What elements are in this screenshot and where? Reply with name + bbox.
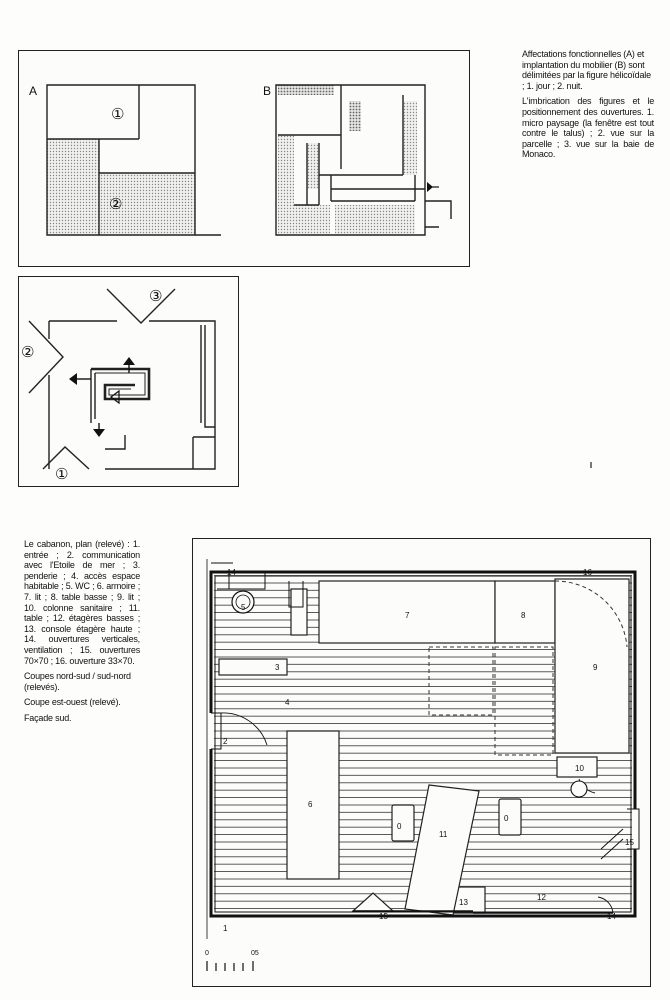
interior-wall-line xyxy=(214,575,632,913)
bed-9 xyxy=(554,578,630,754)
ottoman-right xyxy=(498,798,522,836)
panel-cabanon-plan: 1 2 3 4 5 6 7 8 9 10 11 12 13 14 14 15 1… xyxy=(192,538,651,987)
diagram-a xyxy=(46,84,221,236)
label-hanging: 3 xyxy=(275,663,280,672)
label-opening-70-a: 15 xyxy=(379,912,388,921)
caption-plan-legend: Le cabanon, plan (relevé) : 1. entrée ; … xyxy=(24,539,140,729)
diagram-b-label: B xyxy=(263,84,271,98)
label-entrance: 1 xyxy=(223,924,228,933)
label-ottoman-left: 0 xyxy=(397,822,402,831)
label-ventilation-b: 14 xyxy=(607,912,616,921)
view-2-parcel-label: ② xyxy=(21,343,34,361)
views-plan-outline xyxy=(28,288,216,470)
caption-functional-assignment: Affectations fonctionnelles (A) et impla… xyxy=(522,49,654,165)
label-ottoman-right: 0 xyxy=(504,814,509,823)
label-low-table: 8 xyxy=(521,611,526,620)
bed-dashed xyxy=(494,646,554,756)
label-sanitary: 10 xyxy=(575,764,584,773)
label-bed-9: 9 xyxy=(593,663,598,672)
diagram-a-zone-night: ② xyxy=(109,195,122,213)
caption-functional-text: Affectations fonctionnelles (A) et impla… xyxy=(522,49,651,91)
wardrobe-6 xyxy=(286,730,340,880)
diagram-a-label: A xyxy=(29,84,37,98)
plan-legend-text: 1. entrée ; 2. communication avec l'Etoi… xyxy=(24,539,140,666)
caption-section-ew: Coupe est-ouest (relevé). xyxy=(24,697,121,708)
view-3-bay-label: ③ xyxy=(149,287,162,305)
low-table-dashed xyxy=(428,646,494,716)
bed-swing-arc xyxy=(554,580,628,648)
wc-5 xyxy=(231,590,588,798)
label-wardrobe: 6 xyxy=(308,800,313,809)
caption-openings-text: L'imbrication des figures et le position… xyxy=(522,96,654,160)
view-1-landscape-label: ① xyxy=(55,465,68,483)
diagrams-a-b-svg: A ① ② B xyxy=(29,84,452,236)
label-low-shelves: 12 xyxy=(537,893,546,902)
diagram-b xyxy=(275,84,452,236)
label-communication: 2 xyxy=(223,737,228,746)
scale-bar: 0 05 xyxy=(205,950,259,971)
label-opening-70-b: 15 xyxy=(625,838,634,847)
label-console: 13 xyxy=(459,898,468,907)
caption-sections: Coupes nord-sud / sud-nord (relevés). xyxy=(24,671,131,692)
cabanon-plan-svg: 1 2 3 4 5 6 7 8 9 10 11 12 13 14 14 15 1… xyxy=(205,559,640,971)
storage-column xyxy=(290,588,308,636)
panel-views-diagram: ③ ② ① xyxy=(18,276,239,487)
bed-7 xyxy=(318,580,496,644)
label-opening-33: 16 xyxy=(583,568,592,577)
plan-number-labels: 1 2 3 4 5 6 7 8 9 10 11 12 13 14 14 15 1… xyxy=(223,568,634,933)
panel-diagrams-a-b: A ① ② B xyxy=(18,50,470,267)
stray-mark xyxy=(590,462,592,468)
views-diagram-svg: ③ ② ① xyxy=(21,287,216,483)
sanitary-column-10 xyxy=(556,756,598,778)
label-ventilation-a: 14 xyxy=(227,568,236,577)
diagram-a-zone-day: ① xyxy=(111,105,124,123)
caption-facade: Façade sud. xyxy=(24,712,72,723)
scale-end: 05 xyxy=(251,950,259,957)
scale-start: 0 xyxy=(205,950,209,957)
label-access: 4 xyxy=(285,698,290,707)
wardrobe-rail-3 xyxy=(218,658,288,676)
plan-title: Le cabanon, plan (relevé) : xyxy=(24,539,130,549)
ottoman-left xyxy=(391,804,415,842)
label-table: 11 xyxy=(439,830,448,839)
label-bed-7: 7 xyxy=(405,611,410,620)
label-wc: 5 xyxy=(241,603,246,612)
